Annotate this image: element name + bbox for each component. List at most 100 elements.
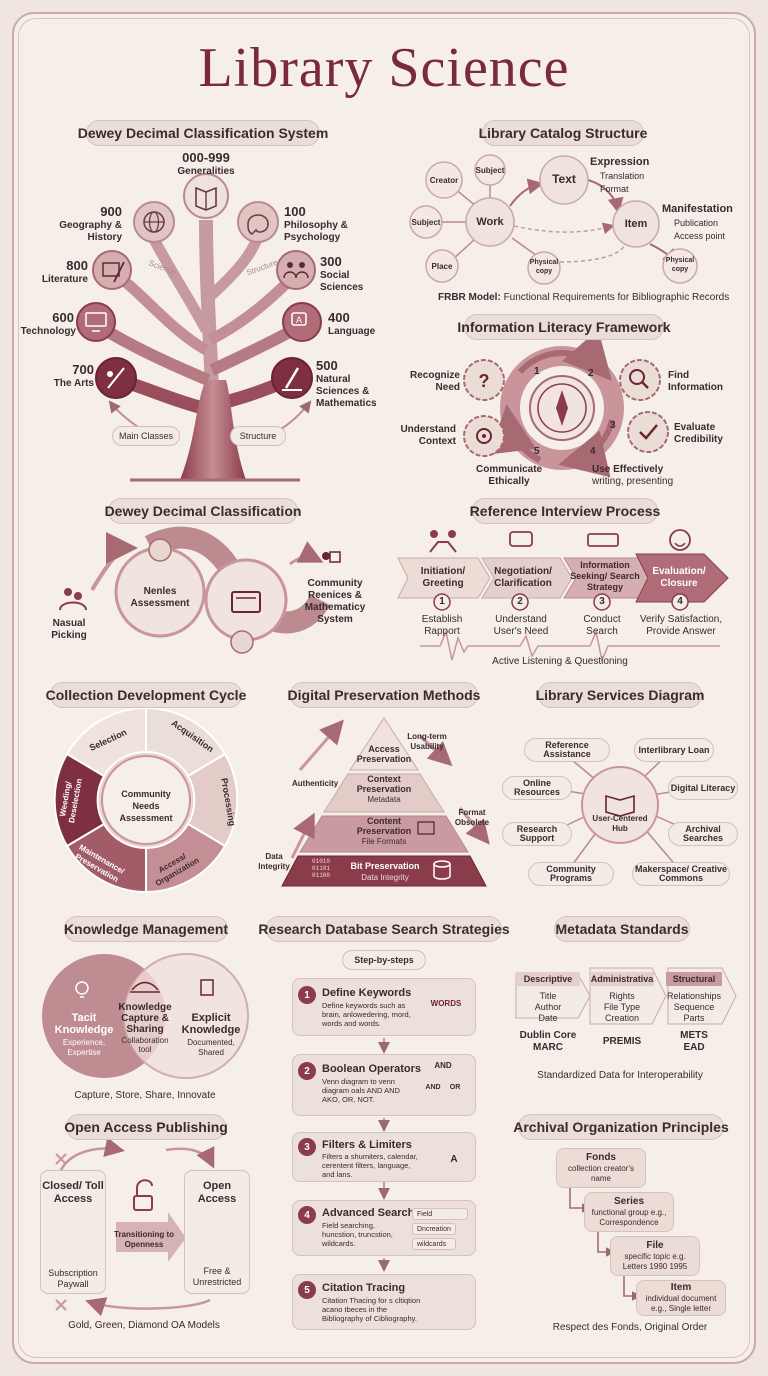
ref-step-4-desc: Verify Satisfaction, Provide Answer xyxy=(639,614,723,637)
archival-connectors xyxy=(569,1186,642,1301)
knowledge-explicit-sub: Documented, Shared xyxy=(187,1038,235,1057)
catalog-manifestation-line-2: Access point xyxy=(674,231,726,241)
archival-item-sub: individual document e.g., Single letter xyxy=(645,1294,717,1313)
dewey-tree-heading: Dewey Decimal Classification System xyxy=(78,120,328,146)
catalog-network xyxy=(409,154,698,285)
metadata-col-2-line-1: Rights xyxy=(609,991,635,1001)
preservation-format: Format Obsolete xyxy=(454,808,490,827)
community-icon xyxy=(322,551,341,563)
open-access-card xyxy=(184,1170,250,1294)
dewey-700-num: 700 xyxy=(72,362,94,377)
catalog-subject-left: Subject xyxy=(411,218,441,227)
dewey-tree xyxy=(76,173,322,482)
people-group-icon xyxy=(59,588,87,611)
preservation-authenticity: Authenticity xyxy=(292,779,339,788)
catalog-physical-copy-2: Physical copy xyxy=(665,257,695,273)
metadata-col-3-line-3: Parts xyxy=(683,1013,705,1023)
search-step-3-title: Filters & Limiters xyxy=(322,1139,412,1151)
ref-step-3-num: 3 xyxy=(599,596,605,607)
dewey-600-name: Technology xyxy=(20,326,76,337)
archival-series-sub: functional group e.g., Correspondence xyxy=(591,1208,667,1227)
search-step-2-desc: Venn diagram to venn diagram oals AND AN… xyxy=(322,1077,400,1104)
catalog-caption: FRBR Model: Functional Requirements for … xyxy=(438,292,729,304)
book-pen-icon xyxy=(102,261,125,283)
dewey-flow-left: Nasual Picking xyxy=(51,618,87,641)
archival-series-card xyxy=(584,1192,674,1232)
lightbulb-icon xyxy=(75,981,89,998)
il-use-effectively: Use Effectively xyxy=(592,464,664,475)
reference-arrows xyxy=(397,553,729,663)
archival-item-title: Item xyxy=(670,1282,692,1293)
search-step-3-icon-text: A xyxy=(450,1154,458,1165)
search-step-2-title: Boolean Operators xyxy=(322,1063,422,1075)
archival-heading: Archival Organization Principles xyxy=(513,1114,729,1140)
people-icon xyxy=(283,262,309,279)
knowledge-tacit-sub: Experience, Expertise xyxy=(62,1038,106,1057)
open-access-heading: Open Access Publishing xyxy=(64,1114,228,1140)
metadata-col-1-line-3: Date xyxy=(538,1013,558,1023)
knowledge-explicit: Explicit Knowledge xyxy=(181,1012,241,1036)
folder-icon xyxy=(231,591,261,613)
dewey-100-num: 100 xyxy=(284,204,306,219)
metadata-col-1-std-1: Dublin Core xyxy=(519,1030,577,1041)
paintbrush-icon xyxy=(107,367,125,389)
archival-fonds-sub: collection creator's name xyxy=(568,1164,634,1183)
archival-item-card xyxy=(636,1280,726,1316)
knowledge-heading: Knowledge Management xyxy=(64,916,228,942)
il-number-3: 3 xyxy=(610,420,616,431)
il-understand-context: Understand Context xyxy=(400,424,456,447)
ref-footer: Active Listening & Questioning xyxy=(492,656,628,667)
info-literacy-cycle xyxy=(463,329,669,478)
collection-center: Community Needs Assessment xyxy=(119,789,173,823)
il-recognize-need: Recognize Need xyxy=(409,370,460,393)
search-step-5 xyxy=(292,1274,476,1330)
ref-step-2-desc: Understand User's Need xyxy=(493,614,549,637)
archival-series-title: Series xyxy=(613,1196,645,1207)
open-access-graphics xyxy=(55,1137,215,1317)
dewey-700-name: The Arts xyxy=(53,378,94,389)
archival-file-sub: specific topic e.g. Letters 1990 1995 xyxy=(622,1252,688,1271)
knowledge-capture-sub: Collaboration tool xyxy=(121,1036,169,1054)
preservation-context-sub: Metadata xyxy=(367,795,401,804)
metadata-col-2-title: Administrativa xyxy=(590,972,654,986)
microscope-icon xyxy=(282,367,302,391)
archival-file-title: File xyxy=(646,1240,664,1251)
open-access-sub: Free & Unrestricted xyxy=(192,1266,242,1287)
venn-label-right: OR xyxy=(449,1084,461,1091)
il-find-information: Find Information xyxy=(668,370,723,393)
services-hub: User-Centered Hub xyxy=(592,814,648,833)
metadata-col-3-std-1: METS xyxy=(680,1030,708,1041)
preservation-binary: 01010 01101 01100 xyxy=(312,858,331,879)
dewey-400-num: 400 xyxy=(328,310,350,325)
ref-step-3-title: Information Seeking/ Search Strategy xyxy=(570,560,640,592)
gear-icon xyxy=(476,428,492,444)
ref-step-1-title: Initiation/ Greeting xyxy=(420,566,466,589)
il-use-effectively-sub: writing, presenting xyxy=(592,476,674,487)
check-gear-icon xyxy=(639,424,658,440)
catalog-expression-line-1: Translation xyxy=(600,171,645,181)
metadata-footer: Standardized Data for Interoperability xyxy=(537,1070,703,1081)
dewey-800-num: 800 xyxy=(66,258,88,273)
preservation-access: Access Preservation xyxy=(356,744,412,764)
chat-icon xyxy=(509,531,533,547)
metadata-col-3-title: Structural xyxy=(666,972,722,986)
search-field-1: Field xyxy=(412,1208,468,1220)
dewey-300-num: 300 xyxy=(320,254,342,269)
il-number-5: 5 xyxy=(534,446,540,457)
knowledge-tacit: Tacit Knowledge xyxy=(54,1012,114,1036)
preservation-long-term: Long-term Usability xyxy=(407,732,447,751)
dewey-000-num: 000-999 xyxy=(182,150,230,165)
service-archival: Archival Searches xyxy=(668,822,738,846)
metadata-heading: Metadata Standards xyxy=(554,916,690,942)
collection-cycle xyxy=(53,706,239,894)
metadata-col-3-line-2: Sequence xyxy=(673,1002,715,1012)
preservation-bit: Bit Preservation xyxy=(350,861,420,871)
computer-icon xyxy=(85,312,107,332)
dewey-300-name: Social Sciences xyxy=(320,270,364,293)
search-step-4-num: 4 xyxy=(298,1206,316,1224)
metadata-col-2-std-1: PREMIS xyxy=(602,1036,642,1047)
dewey-900-num: 900 xyxy=(100,204,122,219)
search-step-1-num: 1 xyxy=(298,986,316,1004)
il-number-1: 1 xyxy=(534,366,540,377)
